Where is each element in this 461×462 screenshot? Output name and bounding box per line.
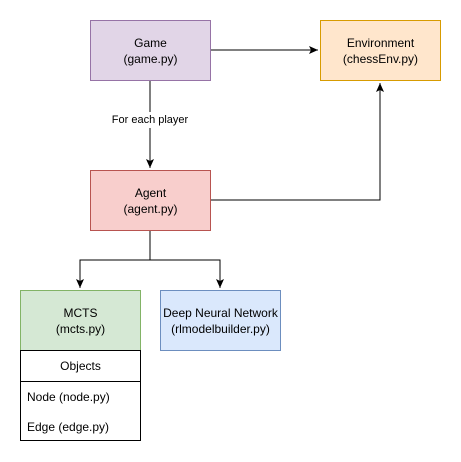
node-dnn-title: Deep Neural Network xyxy=(163,305,278,320)
node-environment-file: (chessEnv.py) xyxy=(342,51,419,66)
list-item[interactable]: Edge (edge.py) xyxy=(27,420,110,434)
node-agent-title: Agent xyxy=(134,185,167,200)
node-environment[interactable]: Environment (chessEnv.py) xyxy=(320,20,441,81)
edge-label-for-each-player: For each player xyxy=(100,112,200,128)
edge-agent-mcts xyxy=(76,231,151,288)
node-game[interactable]: Game (game.py) xyxy=(90,20,211,81)
node-deep-neural-network[interactable]: Deep Neural Network (rlmodelbuilder.py) xyxy=(160,290,281,351)
objects-header: Objects xyxy=(21,351,140,382)
node-game-file: (game.py) xyxy=(123,51,178,66)
node-agent-file: (agent.py) xyxy=(123,201,178,216)
node-game-title: Game xyxy=(134,35,167,50)
edge-agent-env xyxy=(211,83,384,201)
node-mcts-title: MCTS xyxy=(63,305,98,320)
node-dnn-file: (rlmodelbuilder.py) xyxy=(171,321,270,336)
node-agent[interactable]: Agent (agent.py) xyxy=(90,170,211,231)
objects-list[interactable]: Objects Node (node.py) Edge (edge.py) xyxy=(20,350,141,441)
node-mcts[interactable]: MCTS (mcts.py) xyxy=(20,290,141,351)
list-item[interactable]: Node (node.py) xyxy=(27,390,110,404)
edge-agent-dnn xyxy=(150,259,224,288)
node-environment-title: Environment xyxy=(346,35,415,50)
node-mcts-file: (mcts.py) xyxy=(55,321,106,336)
